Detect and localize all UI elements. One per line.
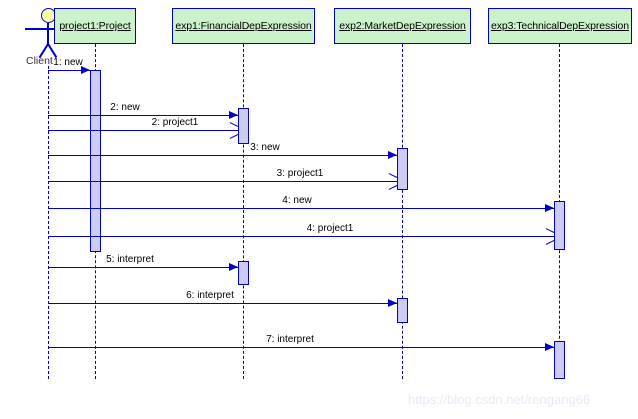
activation-exp3-new bbox=[554, 201, 565, 250]
message-7-interpret-line[interactable] bbox=[48, 347, 554, 348]
message-2-new-line[interactable] bbox=[48, 115, 238, 116]
message-3-new-arrowhead bbox=[388, 151, 397, 159]
actor-body-line bbox=[47, 23, 49, 45]
message-4-new-arrowhead bbox=[545, 204, 554, 212]
lifeline-client bbox=[48, 66, 49, 379]
message-3-return-label: 3: project1 bbox=[276, 168, 324, 179]
message-7-interpret-label: 7: interpret bbox=[266, 334, 314, 345]
message-5-interpret-line[interactable] bbox=[48, 267, 238, 268]
message-6-interpret-arrowhead bbox=[388, 299, 397, 307]
participant-box-3[interactable]: exp3:TechnicalDepExpression bbox=[488, 8, 632, 44]
participant-label-1: exp1:FinancialDepExpression bbox=[175, 20, 312, 32]
message-3-new-label: 3: new bbox=[250, 142, 280, 153]
activation-exp2-new bbox=[397, 148, 408, 190]
message-7-interpret-arrowhead bbox=[545, 343, 554, 351]
message-3-return-arrowhead bbox=[388, 177, 397, 186]
message-5-interpret-label: 5: interpret bbox=[106, 254, 154, 265]
message-2-new-label: 2: new bbox=[110, 102, 140, 113]
activation-exp2-interpret bbox=[397, 298, 408, 323]
message-2-return-line[interactable] bbox=[48, 130, 238, 131]
message-5-interpret-arrowhead bbox=[229, 263, 238, 271]
participant-box-0[interactable]: project1:Project bbox=[54, 8, 136, 44]
participant-label-0: project1:Project bbox=[59, 20, 131, 32]
message-4-new-label: 4: new bbox=[282, 195, 312, 206]
message-2-return-label: 2: project1 bbox=[151, 117, 199, 128]
participant-label-2: exp2:MarketDepExpression bbox=[339, 20, 466, 32]
participant-box-1[interactable]: exp1:FinancialDepExpression bbox=[172, 8, 315, 44]
activation-project1 bbox=[90, 70, 101, 252]
participant-box-2[interactable]: exp2:MarketDepExpression bbox=[334, 8, 471, 44]
message-3-new-line[interactable] bbox=[48, 155, 397, 156]
message-4-return-line[interactable] bbox=[48, 236, 554, 237]
actor-label: Client bbox=[26, 55, 53, 67]
message-2-new-arrowhead bbox=[229, 111, 238, 119]
message-1-new-label: 1: new bbox=[53, 57, 83, 68]
actor-arms-line bbox=[25, 28, 71, 30]
participant-label-3: exp3:TechnicalDepExpression bbox=[491, 20, 629, 32]
message-2-return-arrowhead bbox=[229, 126, 238, 135]
message-6-interpret-line[interactable] bbox=[48, 303, 397, 304]
activation-exp1-new bbox=[238, 108, 249, 144]
activation-exp1-interpret bbox=[238, 261, 249, 285]
message-3-return-line[interactable] bbox=[48, 181, 397, 182]
message-4-return-arrowhead bbox=[545, 232, 554, 241]
activation-exp3-interpret bbox=[554, 341, 565, 379]
message-1-new-arrowhead bbox=[81, 66, 90, 74]
message-6-interpret-label: 6: interpret bbox=[186, 290, 234, 301]
watermark-text: https://blog.csdn.net/rengang66 bbox=[408, 392, 591, 407]
message-4-new-line[interactable] bbox=[48, 208, 554, 209]
message-1-new-line[interactable] bbox=[48, 70, 90, 71]
lifeline-participant-2 bbox=[402, 44, 403, 379]
message-4-return-label: 4: project1 bbox=[306, 223, 354, 234]
lifeline-participant-1 bbox=[243, 44, 244, 379]
